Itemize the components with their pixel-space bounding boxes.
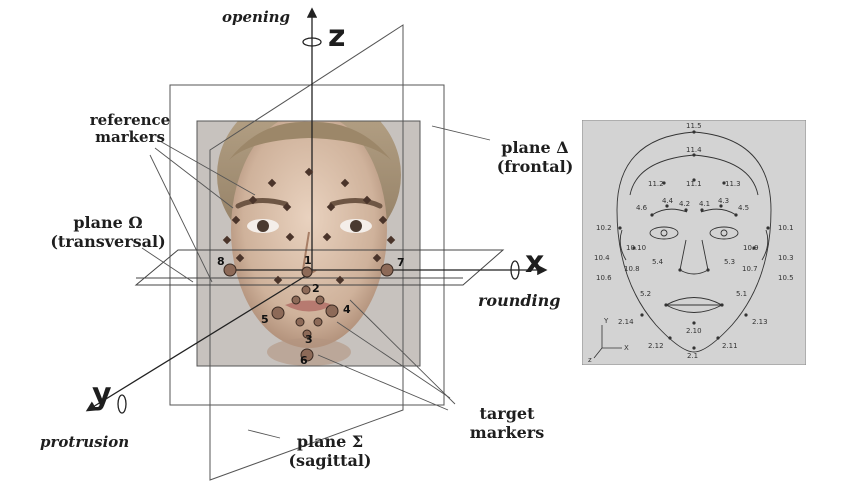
fp-label: 4.3 [718,197,730,205]
fp-label: 11.5 [686,122,702,130]
fp-label: 4.4 [662,197,674,205]
plane-delta-line2: (frontal) [496,157,574,176]
fp-label: 11.2 [648,180,664,188]
target-label-line1: target [479,404,535,423]
fp-label: 2.11 [722,342,738,350]
fp-label: 5.1 [736,290,748,298]
y-axis-letter: y [92,377,112,412]
fp-label: 10.7 [742,265,758,273]
y-axis [85,271,313,412]
plane-sigma-line1: plane Σ [296,432,364,451]
plane-delta-line1: plane Δ [501,138,569,157]
plane-omega [134,249,505,286]
x-axis-letter: x [525,245,545,280]
protrusion-label: protrusion [40,433,130,451]
fp-label: 4.2 [679,200,691,208]
plane-sigma [209,24,404,481]
fp-label: 2.14 [618,318,634,326]
plane-omega-label: plane Ω (transversal) [46,213,170,251]
plane-omega-line2: (transversal) [50,232,166,251]
fp-label: 10.5 [778,274,794,282]
fp-label: 2.13 [752,318,768,326]
fp-label: 10.8 [624,265,640,273]
fp-label: 4.6 [636,204,648,212]
reference-markers-label: reference markers [80,112,180,146]
fp-label: 5.4 [652,258,664,266]
reference-label-line1: reference [89,111,171,129]
plane-sigma-label: plane Σ (sagittal) [275,432,385,470]
plane-omega-line1: plane Ω [73,213,143,232]
marker-number: 6 [300,354,308,367]
fp-label: 10.2 [596,224,612,232]
opening-label: opening [222,8,291,26]
fp-label: 10.3 [778,254,794,262]
marker-number: 5 [261,313,269,326]
fp-label: 10.9 [743,244,759,252]
fp-label: 10.10 [626,244,647,252]
target-markers [223,263,394,362]
fp-label: 10.6 [596,274,612,282]
fp-label: 5.2 [640,290,652,298]
fp-label: 11.3 [725,180,741,188]
reference-label-line2: markers [95,128,165,146]
mpeg4-axis-z: z [588,356,592,364]
fp-label: 10.1 [778,224,794,232]
fp-label: 2.1 [687,352,699,360]
plane-sigma-line2: (sagittal) [288,451,372,470]
leader-lines [141,125,491,439]
fp-label: 10.4 [594,254,610,262]
fp-label: 4.5 [738,204,750,212]
target-markers-label: target markers [462,404,552,442]
plane-frame-back [169,84,445,406]
z-axis-letter: z [328,19,346,54]
target-label-line2: markers [469,423,545,442]
marker-number: 1 [304,254,312,267]
fp-label: 2.12 [648,342,664,350]
plane-delta-frame [196,120,421,367]
fp-label: 11.1 [686,180,702,188]
mpeg4-axis-y: Y [604,317,609,325]
marker-number: 4 [343,303,351,316]
fp-label: 2.10 [686,327,702,335]
fp-label: 4.1 [699,200,711,208]
marker-number: 7 [397,256,405,269]
fp-label: 11.4 [686,146,702,154]
rounding-label: rounding [478,291,561,310]
marker-number: 2 [312,282,320,295]
plane-delta-label: plane Δ (frontal) [485,138,585,176]
face-photo [197,121,420,366]
fp-label: 5.3 [724,258,736,266]
mpeg4-axis-x: X [624,344,629,352]
mpeg4-feature-points-figure: 11.5 11.4 11.2 11.1 11.3 4.6 4.4 4.2 4.1… [581,119,807,366]
mpeg4-face-sketch [581,119,807,366]
marker-number: 3 [305,333,313,346]
marker-number: 8 [217,255,225,268]
